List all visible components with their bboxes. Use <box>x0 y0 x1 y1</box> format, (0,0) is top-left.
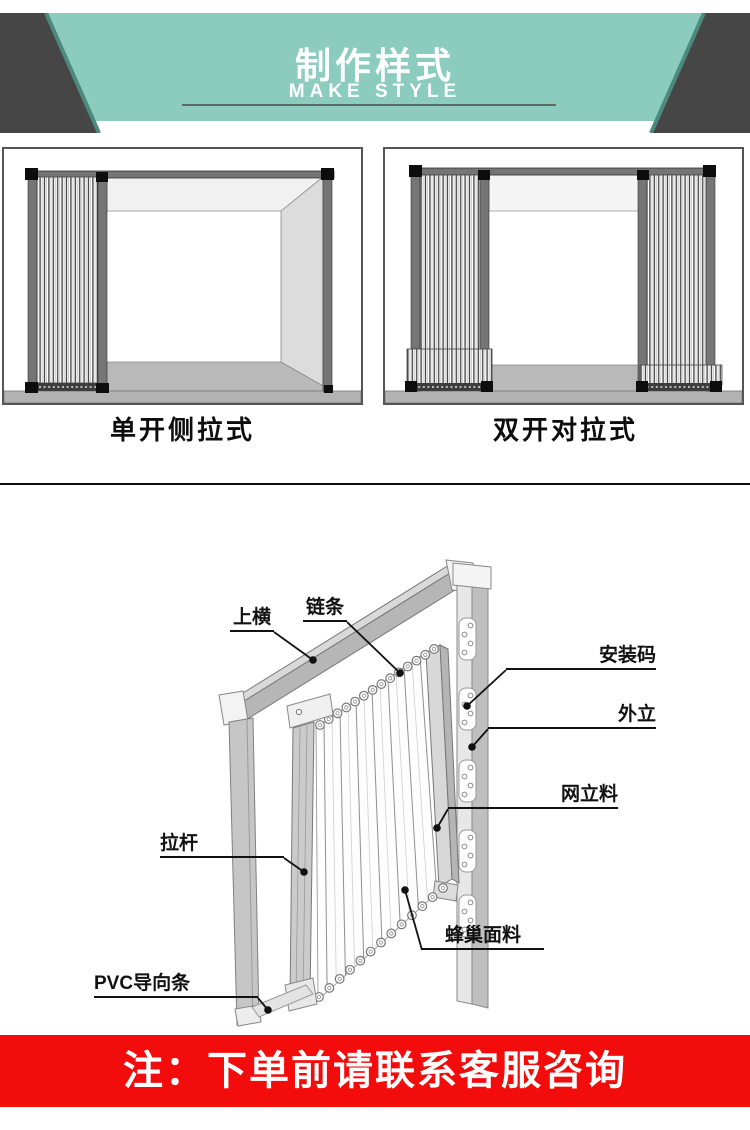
label-honeycomb-fabric: 蜂巢面料 <box>422 925 544 950</box>
single-open-diagram <box>3 168 362 404</box>
leader-dots <box>264 656 476 1014</box>
right-corner-shape <box>651 13 750 133</box>
pleated-screen <box>36 176 99 384</box>
single-open-style-box <box>2 147 363 405</box>
header-banner: 制作样式 MAKE STYLE <box>0 13 750 133</box>
page-title: 制作样式 <box>294 45 455 86</box>
label-pull-rod: 拉杆 <box>160 833 284 858</box>
leader-lines <box>257 621 507 1011</box>
double-open-diagram <box>384 165 743 404</box>
label-chain: 链条 <box>303 597 347 622</box>
label-outer-post: 外立 <box>488 704 656 729</box>
label-pvc-guide: PVC导向条 <box>94 973 258 998</box>
parts-exploded-diagram <box>218 559 507 1027</box>
section-divider <box>0 483 750 485</box>
header-corner-decorations <box>0 13 750 133</box>
label-top-rail: 上横 <box>230 607 274 632</box>
double-open-style-label: 双开对拉式 <box>492 415 638 445</box>
double-open-style-box <box>383 147 744 405</box>
label-mounting-code: 安装码 <box>506 645 656 670</box>
left-pleated-screen <box>419 174 481 384</box>
right-pleated-screen <box>646 174 707 384</box>
page-subtitle: MAKE STYLE <box>288 81 462 102</box>
header-underline <box>182 104 556 106</box>
chain-top <box>315 644 439 730</box>
single-open-style-label: 单开侧拉式 <box>109 415 255 445</box>
notice-banner: 注：下单前请联系客服咨询 <box>0 1035 750 1107</box>
honeycomb-pleats <box>323 656 438 992</box>
left-corner-shape <box>0 13 99 133</box>
mounting-code-brackets <box>458 617 477 938</box>
left-post-bar <box>228 717 262 1027</box>
label-mesh-post: 网立料 <box>448 784 618 809</box>
chain-bottom <box>314 883 448 1002</box>
